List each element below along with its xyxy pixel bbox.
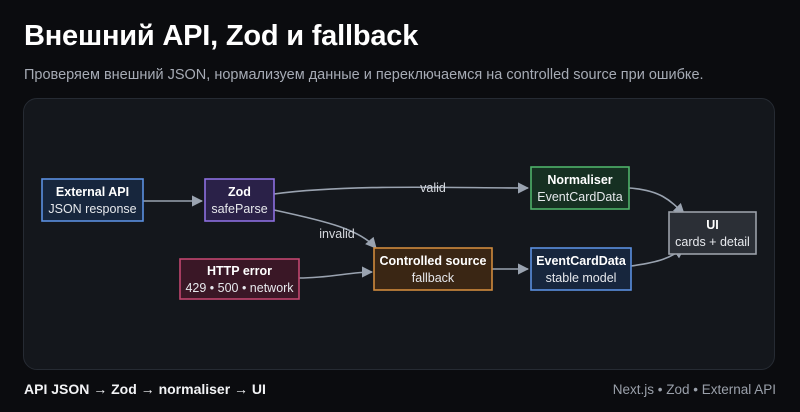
edge-label-invalid: invalid	[319, 227, 354, 241]
node-normaliser-box	[530, 166, 630, 210]
diagram-panel	[23, 98, 775, 370]
node-ui-subtitle: cards + detail	[675, 235, 750, 249]
node-event-card-data: EventCardData stable model	[530, 247, 632, 291]
node-normaliser-title: Normaliser	[547, 173, 612, 187]
node-ui: UI cards + detail	[668, 211, 757, 255]
footer-flow-summary: API JSON → Zod → normaliser → UI	[24, 381, 266, 397]
node-normaliser-subtitle: EventCardData	[537, 190, 623, 204]
node-event-card-data-subtitle: stable model	[546, 271, 617, 285]
node-controlled-source-box	[373, 247, 493, 291]
node-external-api-box	[41, 178, 144, 222]
node-normaliser: Normaliser EventCardData	[530, 166, 630, 210]
node-zod-title: Zod	[228, 185, 251, 199]
node-external-api-subtitle: JSON response	[48, 202, 136, 216]
node-http-error-subtitle: 429 • 500 • network	[185, 281, 294, 295]
footer-tech-stack: Next.js • Zod • External API	[612, 382, 776, 397]
edge-label-valid: valid	[420, 181, 446, 195]
edge-normaliser-to-ui	[628, 187, 685, 215]
node-controlled-source: Controlled source fallback	[373, 247, 493, 291]
node-event-card-data-box	[530, 247, 632, 291]
node-external-api: External API JSON response	[41, 178, 144, 222]
node-http-error-title: HTTP error	[207, 264, 272, 278]
node-controlled-source-title: Controlled source	[380, 254, 487, 268]
node-zod-box	[204, 178, 275, 222]
node-controlled-source-subtitle: fallback	[412, 271, 455, 285]
node-external-api-title: External API	[56, 185, 129, 199]
node-http-error: HTTP error 429 • 500 • network	[179, 258, 300, 300]
edges	[143, 182, 685, 279]
page-subtitle: Проверяем внешний JSON, нормализуем данн…	[24, 67, 704, 83]
edge-zod-to-controlled	[273, 209, 377, 249]
edge-zod-to-normaliser	[273, 182, 530, 195]
node-zod-subtitle: safeParse	[211, 202, 267, 216]
edge-http-to-controlled	[298, 266, 374, 279]
node-zod: Zod safeParse	[204, 178, 275, 222]
node-ui-title: UI	[706, 218, 719, 232]
node-ui-box	[668, 211, 757, 255]
node-event-card-data-title: EventCardData	[536, 254, 627, 268]
page-title: Внешний API, Zod и fallback	[24, 20, 419, 52]
node-http-error-box	[179, 258, 300, 300]
